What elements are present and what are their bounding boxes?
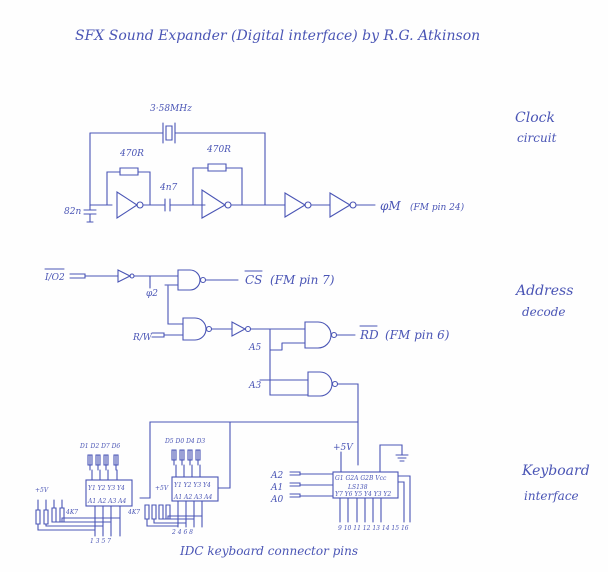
connector-label: IDC keyboard connector pins <box>179 544 358 558</box>
keyboard-section-label-2: interface <box>524 489 579 503</box>
cap-label: 4n7 <box>159 183 178 193</box>
plus5v-label-3: +5V <box>333 443 354 453</box>
connector-pins-odd: 1 3 5 7 <box>90 538 111 545</box>
rd-note: (FM pin 6) <box>385 328 450 342</box>
io2-label: I/O2 <box>44 273 65 283</box>
clock-section-label: Clock <box>515 110 555 126</box>
address-section-label-2: decode <box>522 305 566 319</box>
a0-label: A0 <box>270 495 283 505</box>
rd-label: RD <box>359 328 379 342</box>
decoder-name: LS138 <box>347 484 368 491</box>
chip1-data-label: D1 D2 D7 D6 <box>79 443 120 450</box>
cs-label: CS <box>245 273 262 287</box>
decoder-bottom-pins: Y7 Y6 Y5 Y4 Y3 Y2 <box>335 491 391 498</box>
decoder-connector-pins: 9 10 11 12 13 14 15 16 <box>338 525 409 532</box>
rw-label: R/W <box>132 333 153 343</box>
plus5v-label-1: +5V <box>35 487 49 494</box>
r2-label: 470R <box>206 145 231 155</box>
a1-label: A1 <box>270 483 283 493</box>
address-section-label: Address <box>514 283 573 299</box>
keyboard-section-label: Keyboard <box>521 463 590 479</box>
plus5v-label-2: +5V <box>155 485 169 492</box>
clock-output-note: (FM pin 24) <box>410 202 465 213</box>
r-4k7-label-1: 4K7 <box>65 509 78 516</box>
clock-circuit: 3·58MHz 470R 4n7 470R φM (FM pin 24) 82n <box>64 104 465 223</box>
phi2-label: φ2 <box>146 289 158 299</box>
keyboard-interface: D1 D2 D7 D6 D5 D0 D4 D3 Y1 Y2 Y3 Y4 A1 A… <box>35 438 411 558</box>
a5-label: A5 <box>248 343 261 353</box>
decoder-top-pins: G1 G2A G2B Vcc <box>335 475 387 482</box>
a3-label: A3 <box>248 381 261 391</box>
clock-output-label: φM <box>380 199 401 213</box>
cs-note: (FM pin 7) <box>270 273 335 287</box>
a2-label: A2 <box>270 471 283 481</box>
cap-ground-label: 82n <box>64 207 81 217</box>
address-decode: I/O2 φ2 CS (FM pin 7) R/W A5 A3 RD (FM p… <box>44 268 450 499</box>
chip2-data-label: D5 D0 D4 D3 <box>164 438 205 445</box>
chip1-y-pins: Y1 Y2 Y3 Y4 <box>88 485 125 492</box>
title: SFX Sound Expander (Digital interface) b… <box>75 28 480 44</box>
chip2-y-pins: Y1 Y2 Y3 Y4 <box>174 482 211 489</box>
r1-label: 470R <box>119 149 144 159</box>
connector-pins-even: 2 4 6 8 <box>171 529 193 536</box>
crystal-label: 3·58MHz <box>150 104 192 114</box>
chip1-a-pins: A1 A2 A3 A4 <box>87 498 127 505</box>
chip2-a-pins: A1 A2 A3 A4 <box>173 494 213 501</box>
r-4k7-label-2: 4K7 <box>127 509 140 516</box>
clock-section-label-2: circuit <box>517 131 557 145</box>
